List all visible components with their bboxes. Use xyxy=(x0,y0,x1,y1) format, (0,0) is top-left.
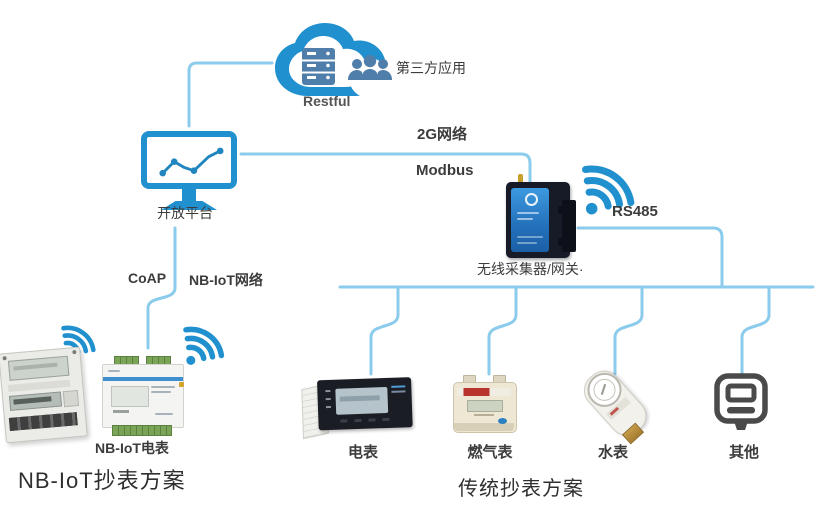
cloud-icon xyxy=(270,22,404,104)
meter-body xyxy=(453,382,517,433)
monitor-screen xyxy=(141,131,237,189)
water-meter-device xyxy=(576,363,654,445)
electric-meter-device xyxy=(301,375,415,441)
gateway-device xyxy=(506,174,584,260)
coap-label: CoAP xyxy=(128,270,167,286)
gas-meter-device xyxy=(453,375,517,433)
network-2g-label: 2G网络 xyxy=(417,126,468,143)
other-meter-icon xyxy=(710,372,772,436)
nbiot-section-title: NB-IoT抄表方案 xyxy=(18,468,186,493)
electric-meter-label: 电表 xyxy=(347,444,379,461)
water-meter-label: 水表 xyxy=(597,444,629,461)
gateway-body xyxy=(506,182,576,258)
cloud-server-icon xyxy=(275,23,392,98)
meter-display xyxy=(111,386,149,407)
platform-monitor-icon xyxy=(141,131,239,223)
monitor-base xyxy=(161,201,217,210)
legacy-meter-device xyxy=(0,346,88,444)
drop-other-meter xyxy=(740,285,771,376)
nbiot-meter-label: NB-IoT电表 xyxy=(95,440,169,456)
third-party-app-label: 第三方应用 xyxy=(396,60,466,76)
wifi-icon xyxy=(561,144,650,233)
restful-label: Restful xyxy=(303,93,351,109)
meter-display xyxy=(7,355,70,381)
rs485-label: RS485 xyxy=(612,203,658,220)
traditional-section-title: 传统抄表方案 xyxy=(458,478,584,500)
link-platform-gateway xyxy=(239,152,532,186)
wifi-icon xyxy=(167,310,237,380)
link-platform-nbiot xyxy=(146,226,177,350)
antenna-icon xyxy=(518,174,523,186)
antenna-port xyxy=(179,382,184,387)
nbiot-network-label: NB-IoT网络 xyxy=(189,272,263,288)
gateway-label: 无线采集器/网关· xyxy=(477,261,584,277)
gas-meter-label: 燃气表 xyxy=(467,444,513,461)
drop-water-meter xyxy=(613,285,644,376)
link-cloud-platform xyxy=(187,61,274,128)
meter-display xyxy=(335,386,389,415)
gateway-front-panel xyxy=(511,188,549,252)
gateway-logo xyxy=(525,193,538,206)
meter-body xyxy=(102,364,184,428)
line-chart-icon xyxy=(159,147,224,177)
drop-gas-meter xyxy=(487,285,518,376)
meter-display xyxy=(467,400,503,412)
users-icon xyxy=(348,54,392,80)
terminal-strip xyxy=(8,412,78,432)
meter-display xyxy=(8,391,63,411)
meter-front-panel xyxy=(317,377,413,431)
gateway-mount-bracket xyxy=(558,200,576,252)
platform-label: 开放平台 xyxy=(157,205,213,221)
server-icon xyxy=(302,48,335,85)
modbus-label: Modbus xyxy=(416,162,474,179)
drop-electric-meter xyxy=(369,285,400,376)
other-meter-label: 其他 xyxy=(728,444,760,461)
link-gateway-rs485 xyxy=(576,226,724,289)
nbiot-meter-device xyxy=(102,356,184,436)
monitor-stand xyxy=(182,189,196,201)
